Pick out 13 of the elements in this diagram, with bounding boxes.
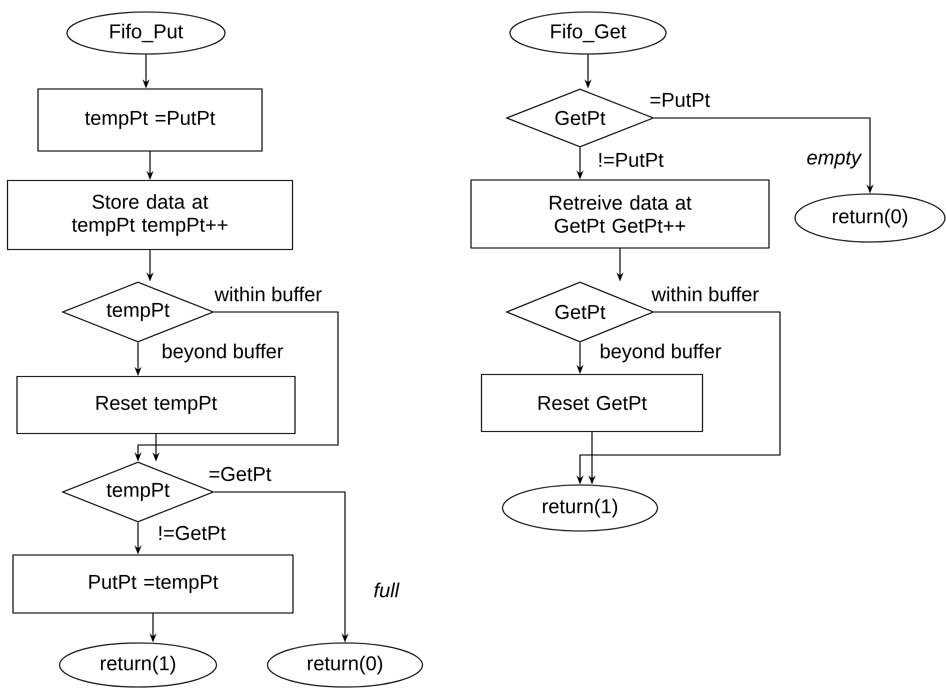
process-box: Retreive data at GetPt GetPt++: [470, 179, 770, 249]
process-box: Store data at tempPt tempPt++: [6, 180, 294, 250]
edge-label: beyond buffer: [160, 342, 284, 364]
process-box: Reset tempPt: [16, 376, 296, 434]
edge-label: !=PutPt: [596, 152, 665, 168]
edge-label: within buffer: [214, 286, 324, 302]
outcome-label: empty: [807, 151, 862, 169]
process-box: PutPt =tempPt: [12, 554, 294, 614]
process-box: tempPt =PutPt: [37, 88, 263, 152]
edge-label: !=GetPt: [156, 524, 227, 542]
outcome-label: full: [374, 582, 400, 598]
process-box: Reset GetPt: [480, 374, 704, 432]
edge-label: beyond buffer: [598, 342, 722, 364]
